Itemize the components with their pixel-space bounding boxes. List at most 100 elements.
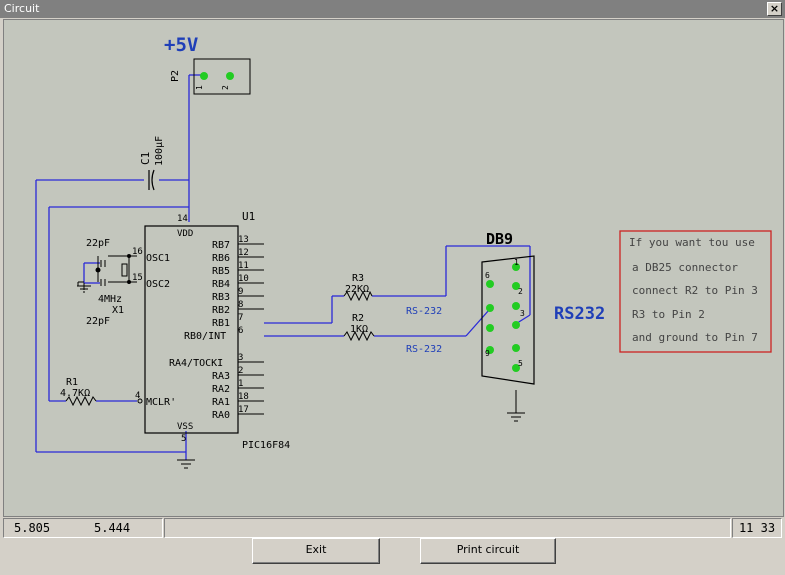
db9-pin1-num: 1	[514, 258, 519, 267]
db9-pin-dots	[486, 263, 520, 372]
print-circuit-button[interactable]: Print circuit	[420, 538, 556, 564]
u1-pin4-num: 4	[135, 391, 140, 401]
coord-y: 5.444	[94, 521, 131, 535]
coord-x: 5.805	[14, 521, 51, 535]
note-line-5: and ground to Pin 7	[632, 331, 758, 344]
note-line-4: R3 to Pin 2	[632, 308, 705, 321]
u1-pin15-num: 15	[132, 273, 143, 283]
db9-pin2-num: 2	[518, 287, 523, 296]
u1-pin-rb0: RB0/INT	[184, 331, 226, 342]
schematic-diagram: +5V P2 1 2 C1 100μF U1 PIC16F84 14 VDD V…	[35, 34, 772, 469]
u1-pin6-num: 6	[238, 326, 243, 336]
schematic-canvas: +5V P2 1 2 C1 100μF U1 PIC16F84 14 VDD V…	[3, 19, 784, 517]
note-line-3: connect R2 to Pin 3	[632, 284, 758, 297]
u1-pin-mclr: MCLR'	[146, 397, 176, 408]
exit-button[interactable]: Exit	[252, 538, 380, 564]
u1-pin17-num: 17	[238, 405, 249, 415]
u1-vss-pin: 5	[181, 434, 186, 444]
u1-pin18-num: 18	[238, 392, 249, 402]
db9-pin3-num: 3	[520, 309, 525, 318]
r2-ref: R2	[352, 313, 364, 324]
note-line-2: a DB25 connector	[632, 261, 738, 274]
close-button[interactable]: ×	[767, 2, 782, 16]
u1-part: PIC16F84	[242, 440, 290, 451]
title-bar[interactable]: Circuit ×	[0, 0, 785, 18]
u1-vss-label: VSS	[177, 422, 193, 432]
mclr-bubble	[137, 398, 143, 404]
crystal-cap-bottom: 22pF	[86, 316, 110, 327]
u1-pin-rb2: RB2	[212, 305, 230, 316]
crystal-junction	[95, 267, 101, 273]
crystal-ref: X1	[112, 305, 124, 316]
u1-pin-rb6: RB6	[212, 253, 230, 264]
u1-pin-rb5: RB5	[212, 266, 230, 277]
crystal-x1	[121, 263, 128, 277]
p2-ref: P2	[170, 70, 181, 82]
u1-pin16-num: 16	[132, 247, 143, 257]
u1-pin-ra3: RA3	[212, 371, 230, 382]
r1-value: 4.7KΩ	[60, 388, 90, 399]
crystal-cap-top: 22pF	[86, 238, 110, 249]
power-label: +5V	[164, 34, 198, 56]
u1-chip	[144, 225, 239, 434]
u1-pin-ra1: RA1	[212, 397, 230, 408]
u1-pin12-num: 12	[238, 248, 249, 258]
net-label-rs232-2: RS-232	[406, 344, 442, 355]
u1-pin-rb3: RB3	[212, 292, 230, 303]
p2-pin2-dot	[226, 72, 234, 80]
p2-connector	[193, 58, 251, 95]
r3-resistor	[343, 290, 373, 302]
r2-value: 1KΩ	[350, 324, 368, 335]
u1-pin-ra0: RA0	[212, 410, 230, 421]
cursor-position: 11 33	[732, 518, 782, 538]
u1-vdd-pin: 14	[177, 214, 188, 224]
db9-label: DB9	[486, 230, 513, 248]
u1-pin-osc1: OSC1	[146, 253, 170, 264]
db9-pin6-num: 6	[485, 271, 490, 280]
osc2-junction	[127, 280, 131, 284]
crystal-freq: 4MHz	[98, 294, 122, 305]
c1-value: 100μF	[154, 136, 165, 166]
osc1-junction	[127, 254, 131, 258]
p2-pin1-num: 1	[195, 85, 204, 90]
wires	[35, 74, 531, 460]
crystal-ground-symbol	[77, 285, 91, 293]
u1-ref: U1	[242, 210, 255, 223]
u1-pin1-num: 1	[238, 379, 243, 389]
u1-pin9-num: 9	[238, 287, 243, 297]
p2-pin1-dot	[200, 72, 208, 80]
note-box	[619, 230, 772, 353]
db9-ground-symbol	[507, 412, 525, 422]
u1-pin-osc2: OSC2	[146, 279, 170, 290]
u1-pin13-num: 13	[238, 235, 249, 245]
p2-pin2-num: 2	[221, 85, 230, 90]
db9-connector	[481, 255, 535, 385]
black-wires	[77, 255, 517, 413]
r1-resistor	[65, 395, 97, 407]
u1-pin-rb7: RB7	[212, 240, 230, 251]
status-message-panel	[164, 518, 731, 538]
c1-plate-right	[151, 169, 155, 191]
u1-pin-rb1: RB1	[212, 318, 230, 329]
note-line-1: If you want tou use	[629, 236, 755, 249]
u1-vdd-label: VDD	[177, 229, 193, 239]
u1-pin10-num: 10	[238, 274, 249, 284]
u1-pin11-num: 11	[238, 261, 249, 271]
r3-ref: R3	[352, 273, 364, 284]
u1-pin-rb4: RB4	[212, 279, 230, 290]
window-title: Circuit	[4, 2, 40, 15]
note-text: If you want tou use a DB25 connector con…	[629, 236, 758, 344]
u1-pin3-num: 3	[238, 353, 243, 363]
u1-pin8-num: 8	[238, 300, 243, 310]
u1-pin-ra4: RA4/TOCKI	[169, 358, 223, 369]
rs232-label: RS232	[554, 304, 605, 324]
vss-ground-symbol	[177, 459, 195, 469]
r2-resistor	[343, 330, 375, 342]
r1-ref: R1	[66, 377, 78, 388]
u1-right-pins: RB7 13 RB6 12 RB5 11 RB4 10 RB3 9 RB2 8 …	[169, 235, 249, 421]
bottom-strip	[0, 566, 785, 575]
u1-pin-ra2: RA2	[212, 384, 230, 395]
c1-ref: C1	[139, 152, 152, 165]
net-label-rs232-1: RS-232	[406, 306, 442, 317]
